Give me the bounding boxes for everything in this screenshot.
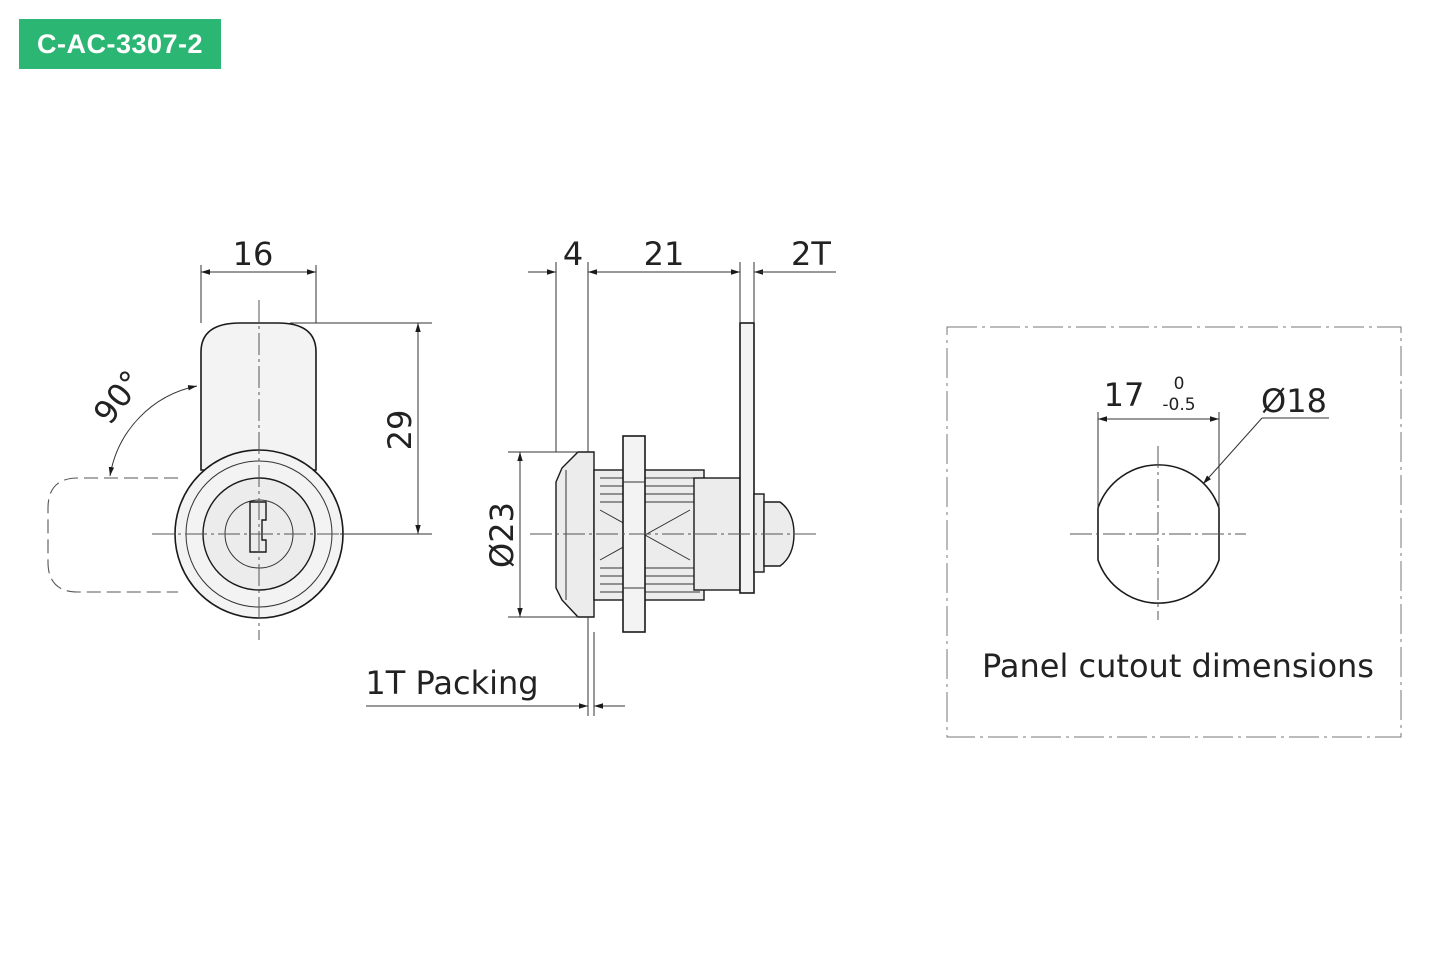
flat-width-dimension: 17 [1104,376,1145,414]
cutout-frame [946,326,1402,738]
tolerance-lower: -0.5 [1162,395,1195,415]
rotation-angle: 90° [86,363,151,431]
diameter-leader-line [1202,417,1263,485]
flange-dimension: 4 [563,235,583,273]
height-dimension: 29 [381,410,419,451]
part-code-badge: C-AC-3307-2 [19,19,221,69]
rotated-cam-outline [47,477,178,593]
side-view: 4 21 2T Ø23 1T Packing [365,235,836,716]
body-dimension: 21 [644,235,685,273]
cam-washer [753,493,765,573]
cam-plate [200,322,317,471]
panel-cutout: 17 0 -0.5 Ø18 Panel cutout dimensions [946,326,1402,738]
cutout-caption: Panel cutout dimensions [982,647,1374,685]
rotation-arc [108,385,198,477]
diameter-dimension: Ø23 [483,502,521,568]
width-dimension: 16 [233,235,274,273]
cam-blade [739,322,755,594]
packing-label: 1T Packing [365,664,538,702]
keyway [249,501,267,553]
front-view: 16 29 90° [47,235,432,640]
cam-thickness-dimension: 2T [791,235,831,273]
cutout-diameter: Ø18 [1261,382,1327,420]
tolerance-upper: 0 [1174,374,1185,394]
threaded-body [593,469,705,601]
